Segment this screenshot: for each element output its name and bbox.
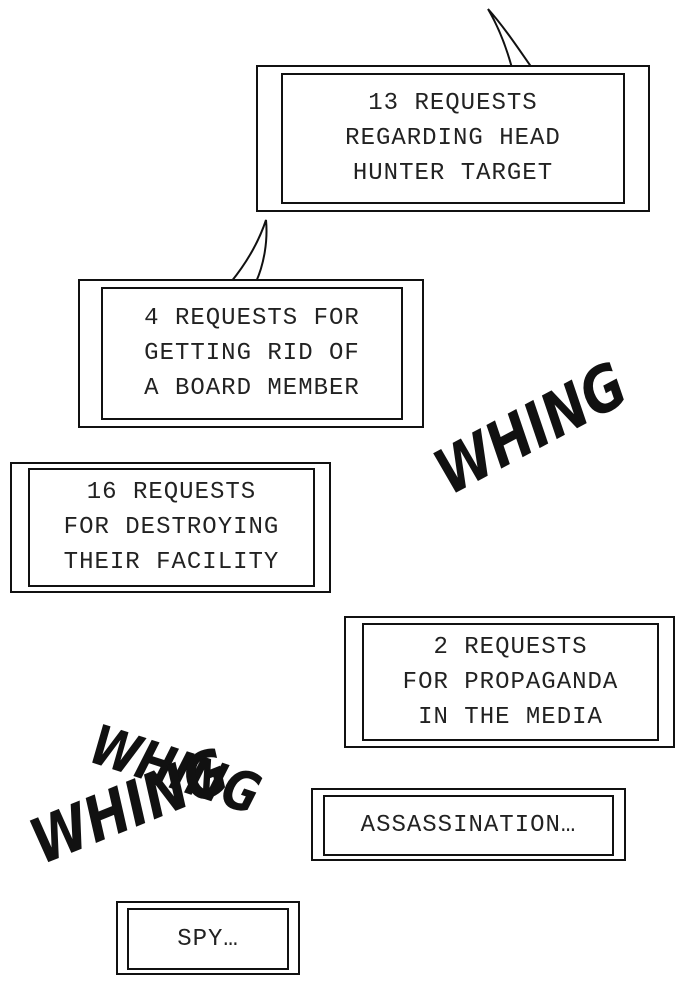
caption-board-member-frame: 4 REQUESTS FOR GETTING RID OF A BOARD ME… [101,287,403,420]
speech-tail-middle [228,219,268,283]
caption-board-member-text: 4 REQUESTS FOR GETTING RID OF A BOARD ME… [144,305,360,402]
sfx-whing-right: WHING [423,349,639,509]
speech-tail-top [487,8,534,69]
caption-board-member: 4 REQUESTS FOR GETTING RID OF A BOARD ME… [78,279,424,428]
caption-spy-text: SPY… [177,925,239,953]
caption-facility: 16 REQUESTS FOR DESTROYING THEIR FACILIT… [10,462,331,593]
caption-facility-text: 16 REQUESTS FOR DESTROYING THEIR FACILIT… [63,479,280,576]
caption-head-hunter-text: 13 REQUESTS REGARDING HEAD HUNTER TARGET [345,90,561,187]
caption-assassination: ASSASSINATION… [311,788,626,861]
caption-assassination-frame: ASSASSINATION… [323,795,614,856]
caption-assassination-text: ASSASSINATION… [360,812,577,839]
caption-spy: SPY… [116,901,300,975]
caption-propaganda: 2 REQUESTS FOR PROPAGANDA IN THE MEDIA [344,616,675,748]
caption-propaganda-frame: 2 REQUESTS FOR PROPAGANDA IN THE MEDIA [362,623,659,741]
sfx-whing-right-text: WHING [423,349,640,510]
caption-head-hunter-frame: 13 REQUESTS REGARDING HEAD HUNTER TARGET [281,73,625,204]
caption-head-hunter: 13 REQUESTS REGARDING HEAD HUNTER TARGET [256,65,650,212]
caption-propaganda-text: 2 REQUESTS FOR PROPAGANDA IN THE MEDIA [402,633,619,731]
caption-facility-frame: 16 REQUESTS FOR DESTROYING THEIR FACILIT… [28,468,315,587]
caption-spy-frame: SPY… [127,908,289,970]
